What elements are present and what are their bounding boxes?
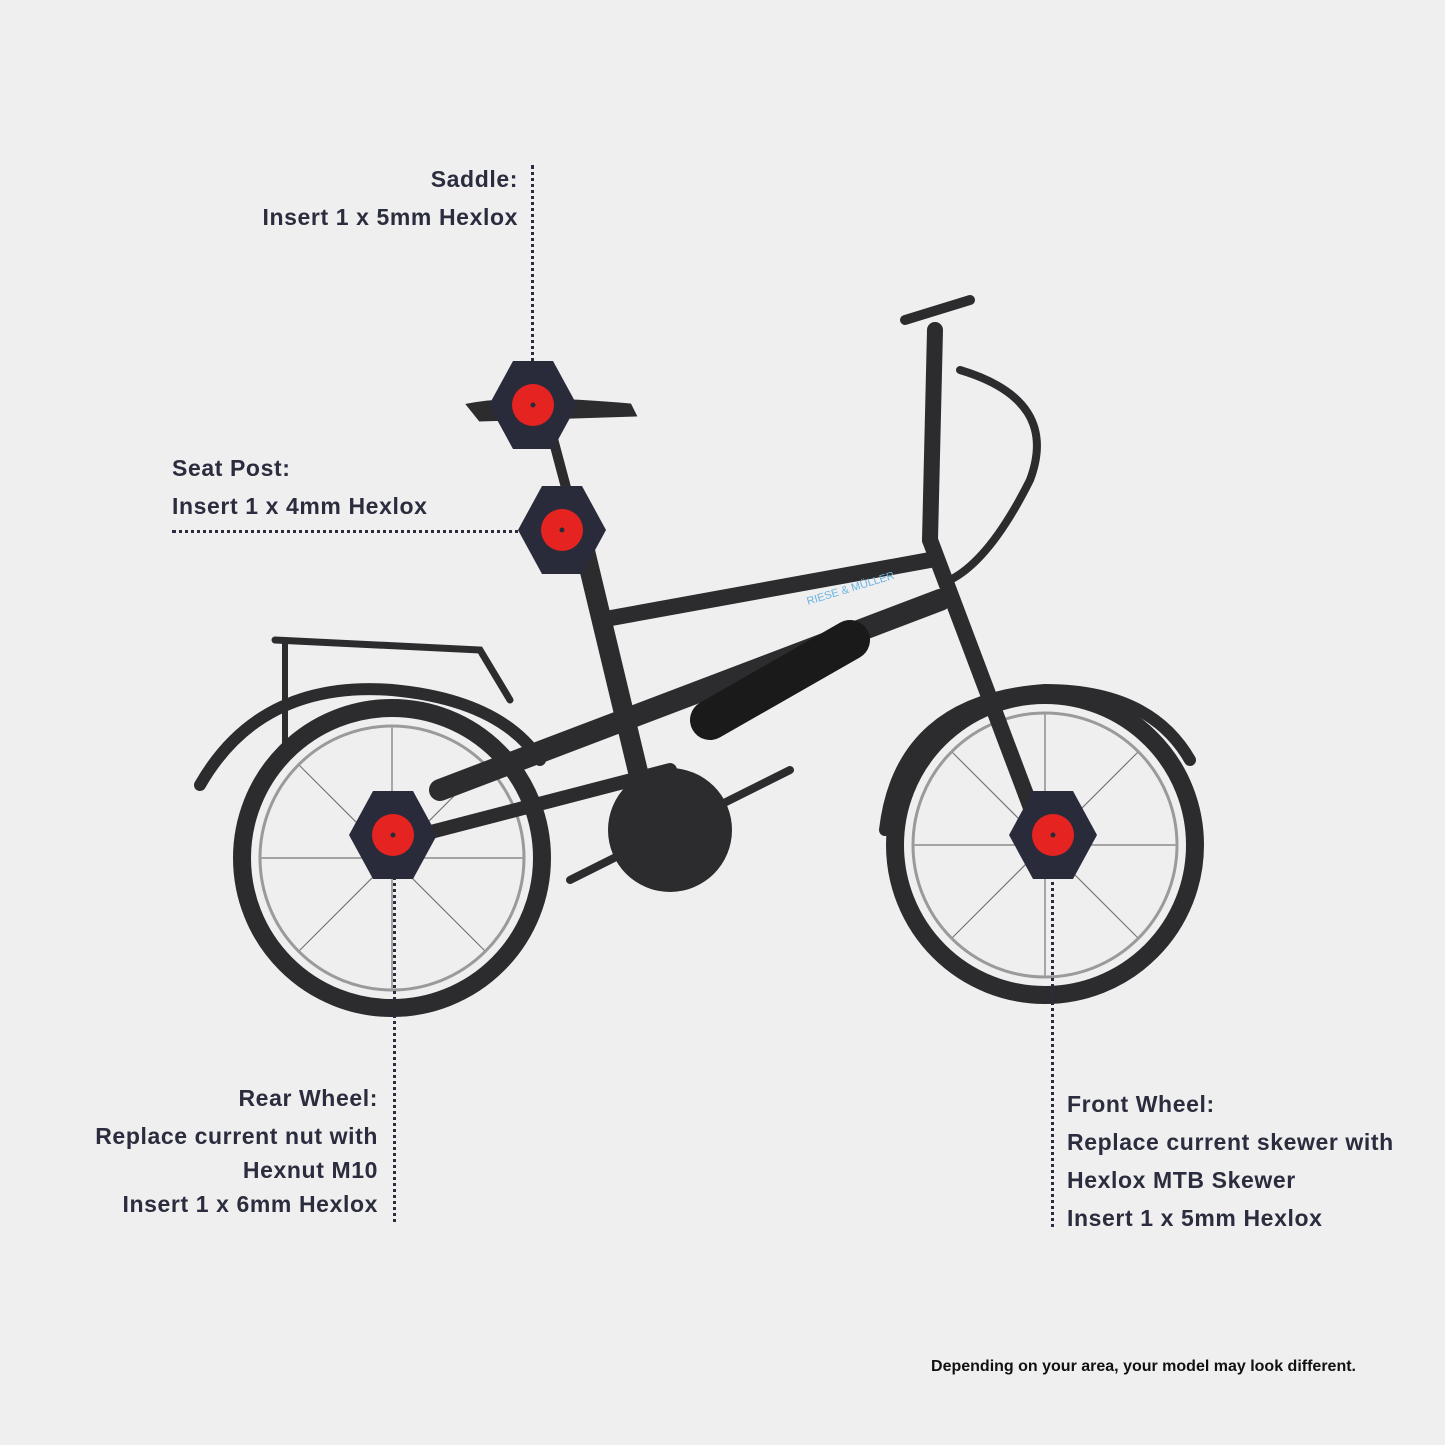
saddle-leader-line [531,165,534,405]
seat-post-title: Seat Post: [172,455,291,481]
front-wheel-instruction: Insert 1 x 5mm Hexlox [1067,1205,1323,1231]
front-wheel-title: Front Wheel: [1067,1091,1215,1117]
rear-wheel-instruction: Insert 1 x 6mm Hexlox [122,1191,378,1217]
rear-wheel-hexlox-marker-icon [349,791,437,879]
front-wheel-instruction: Hexlox MTB Skewer [1067,1167,1296,1193]
front-wheel-callout: Front Wheel: Replace current skewer with… [1067,1085,1394,1237]
saddle-hexlox-marker-icon [489,361,577,449]
footer-note: Depending on your area, your model may l… [931,1358,1356,1375]
saddle-callout: Saddle: Insert 1 x 5mm Hexlox [263,160,519,236]
rear-wheel [233,699,551,1017]
rear-wheel-leader-line [393,840,396,1222]
seat-post-callout: Seat Post: Insert 1 x 4mm Hexlox [172,449,428,525]
saddle-title: Saddle: [430,166,518,192]
rear-wheel-title: Rear Wheel: [238,1085,378,1111]
rear-wheel-instruction: Hexnut M10 [242,1157,378,1183]
seat-post-instruction: Insert 1 x 4mm Hexlox [172,493,428,519]
front-wheel-hexlox-marker-icon [1009,791,1097,879]
seat-post-leader-line [172,530,562,533]
rear-wheel-instruction: Replace current nut with [95,1123,378,1149]
front-wheel-instruction: Replace current skewer with [1067,1129,1394,1155]
saddle-instruction: Insert 1 x 5mm Hexlox [262,204,518,230]
seat-post-hexlox-marker-icon [518,486,606,574]
rear-wheel-callout: Rear Wheel: Replace current nut with Hex… [95,1081,378,1221]
front-wheel-leader-line [1051,845,1054,1227]
